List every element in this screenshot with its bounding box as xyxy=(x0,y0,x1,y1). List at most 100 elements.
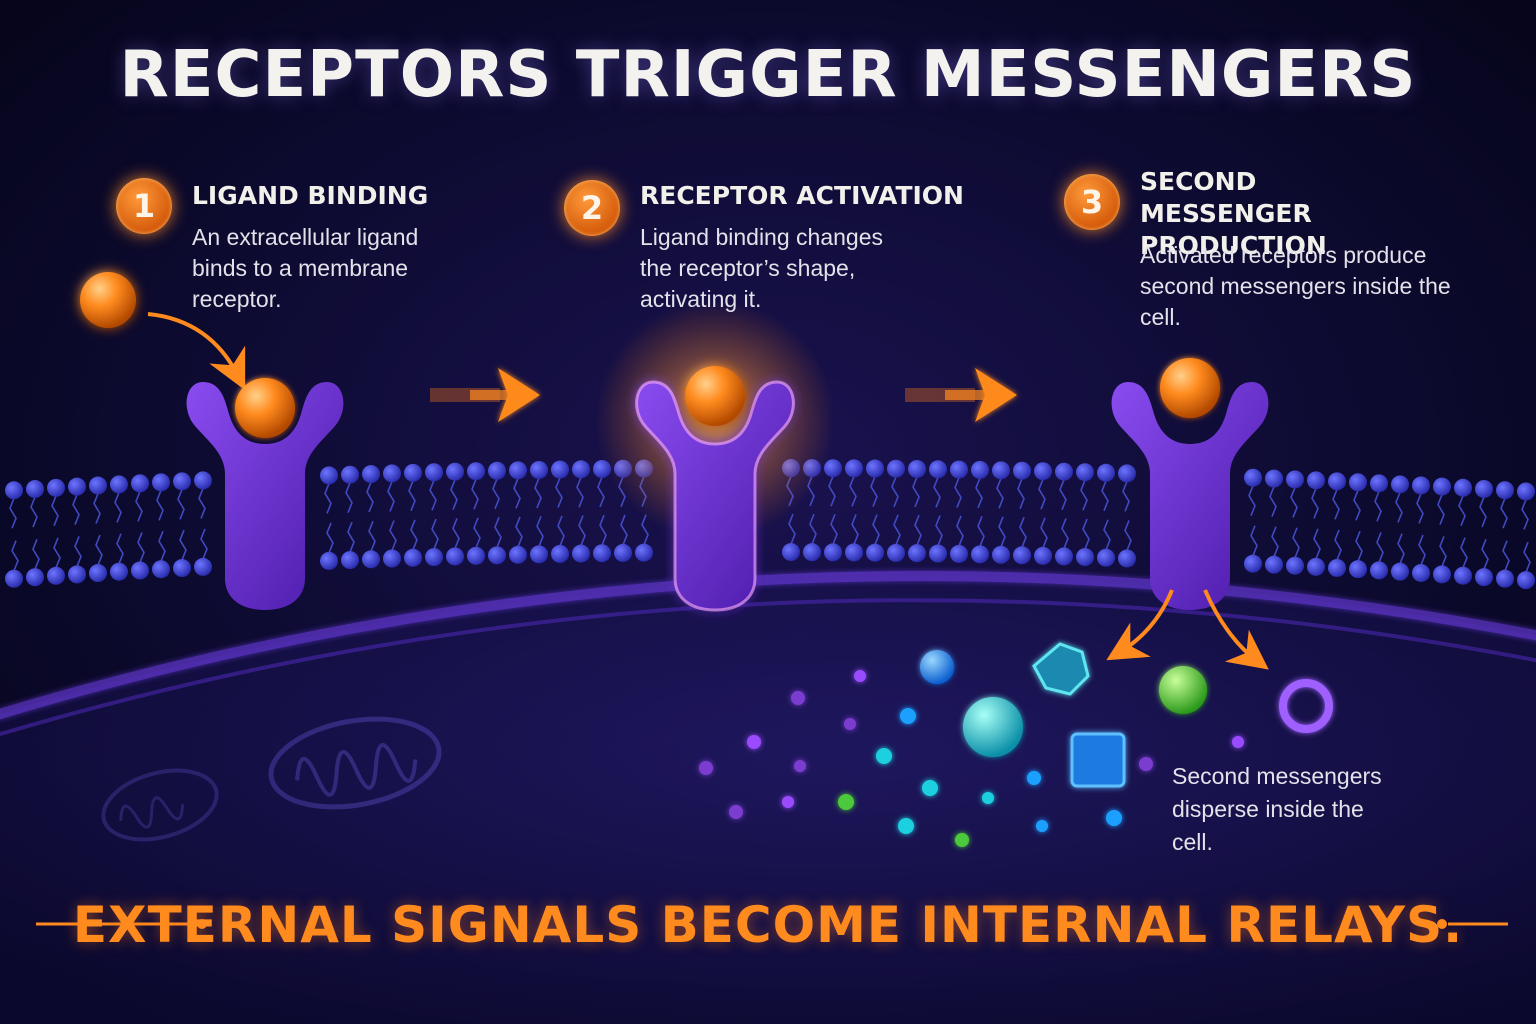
lipid-head xyxy=(908,459,926,478)
lipid-head xyxy=(341,551,359,570)
lipid-head xyxy=(1496,569,1514,588)
lipid-head xyxy=(5,481,23,500)
lipid-head xyxy=(362,465,380,484)
messenger-particle xyxy=(1106,810,1122,826)
lipid-head xyxy=(782,543,800,562)
lipid-head xyxy=(47,566,65,585)
lipid-head xyxy=(1349,560,1367,579)
messenger-particle xyxy=(791,691,805,705)
step-2-description: Ligand binding changes the receptor’s sh… xyxy=(640,224,883,312)
lipid-head xyxy=(845,459,863,478)
messenger-particle xyxy=(747,735,761,749)
lipid-head xyxy=(467,462,485,481)
ring-icon xyxy=(1279,679,1333,733)
lipid-head xyxy=(929,544,947,563)
lipid-head xyxy=(404,463,422,482)
lipid-head xyxy=(446,547,464,566)
lipid-head xyxy=(1076,463,1094,482)
messenger-particle xyxy=(876,748,892,764)
messenger-particle xyxy=(854,670,866,682)
lipid-head xyxy=(488,461,506,480)
flow-arrow-right-icon xyxy=(430,368,540,422)
lipid-head xyxy=(194,471,212,490)
messenger-particle xyxy=(900,708,916,724)
step-3-heading: SECOND MESSENGER PRODUCTION xyxy=(1140,167,1327,260)
free-ligand-icon xyxy=(80,272,136,328)
lipid-head xyxy=(887,459,905,478)
messenger-particle xyxy=(1027,771,1041,785)
lipid-head xyxy=(383,464,401,483)
receptor-2 xyxy=(635,366,795,612)
lipid-head xyxy=(488,546,506,565)
lipid-head xyxy=(89,564,107,583)
cell-interior xyxy=(0,576,1536,1024)
step-3-description: Activated receptors produce second messe… xyxy=(1140,242,1451,330)
lipid-head xyxy=(971,545,989,564)
lipid-head xyxy=(1097,548,1115,567)
lipid-head xyxy=(1475,568,1493,587)
lipid-head xyxy=(509,545,527,564)
lipid-head xyxy=(320,466,338,485)
lipid-head xyxy=(446,462,464,481)
messenger-particle xyxy=(844,718,856,730)
lipid-head xyxy=(341,465,359,484)
lipid-head xyxy=(173,559,191,578)
page-title: RECEPTORS TRIGGER MESSENGERS xyxy=(119,38,1417,112)
hexagon-icon xyxy=(1032,642,1090,696)
lipid-head xyxy=(425,463,443,482)
mitochondrion-icon-small xyxy=(101,768,219,842)
lipid-head xyxy=(824,543,842,562)
lipid-head xyxy=(866,459,884,478)
lipid-head xyxy=(1286,556,1304,575)
lipid-head xyxy=(1055,547,1073,566)
lipid-head xyxy=(425,548,443,567)
messenger-particle xyxy=(794,760,806,772)
lipid-head xyxy=(152,560,170,579)
lipid-head xyxy=(509,461,527,480)
lipid-head xyxy=(1097,463,1115,482)
lipid-head xyxy=(635,543,653,562)
lipid-head xyxy=(1034,462,1052,481)
lipid-head xyxy=(68,477,86,496)
lipid-head xyxy=(908,544,926,563)
lipid-head xyxy=(26,568,44,587)
messenger-particle xyxy=(982,792,994,804)
lipid-head xyxy=(1328,472,1346,491)
lipid-head xyxy=(1517,482,1535,501)
lipid-head xyxy=(1433,565,1451,584)
lipid-head xyxy=(866,543,884,562)
step-2-number: 2 xyxy=(564,180,620,236)
lipid-head xyxy=(950,460,968,479)
bound-ligand-icon xyxy=(685,366,745,426)
messenger-particle xyxy=(1139,757,1153,771)
messenger-particles xyxy=(699,670,1244,847)
blue-sphere-icon xyxy=(920,650,954,684)
cell-boundary xyxy=(0,571,1536,720)
lipid-head xyxy=(1433,477,1451,496)
lipid-head xyxy=(887,543,905,562)
messenger-particle xyxy=(898,818,914,834)
step-2-heading: RECEPTOR ACTIVATION xyxy=(640,181,964,210)
lipid-head xyxy=(551,460,569,479)
lipid-head xyxy=(131,474,149,493)
lipid-head xyxy=(1412,476,1430,495)
lipid-head xyxy=(1475,479,1493,498)
lipid-head xyxy=(1307,557,1325,576)
lipid-head xyxy=(1517,571,1535,590)
lipid-head xyxy=(803,543,821,562)
square-icon xyxy=(1070,732,1126,788)
lipid-head xyxy=(1244,554,1262,573)
lipid-head xyxy=(551,544,569,563)
messenger-particle xyxy=(1036,820,1048,832)
lipid-head xyxy=(194,557,212,576)
messenger-arrow-left xyxy=(1106,589,1174,661)
lipid-head xyxy=(152,473,170,492)
bound-ligand-icon xyxy=(235,378,295,438)
lipid-head xyxy=(68,565,86,584)
messenger-arrow-right xyxy=(1203,589,1269,670)
step-1-heading: LIGAND BINDING xyxy=(192,181,429,210)
lipid-head xyxy=(383,549,401,568)
